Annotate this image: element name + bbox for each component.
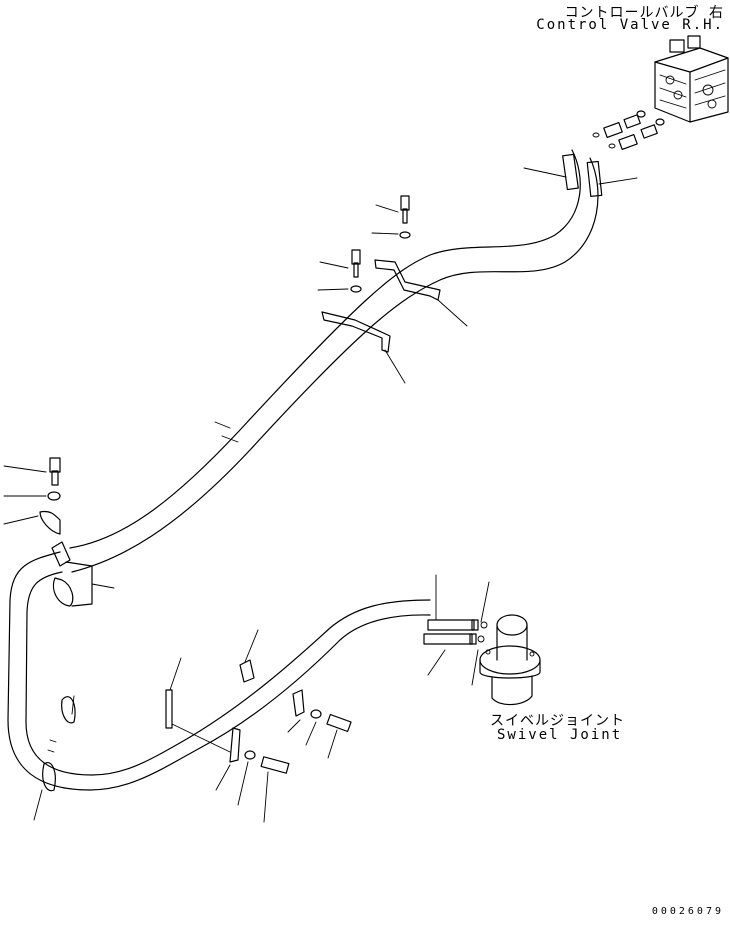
valve-fittings <box>592 110 665 151</box>
drawing-number: 00026079 <box>651 906 724 917</box>
swivel-joint-label-en: Swivel Joint <box>497 727 623 743</box>
control-valve-rh <box>654 35 729 123</box>
swivel-joint <box>479 614 541 706</box>
control-valve-label-jp: コントロールバルブ 右 <box>564 5 724 21</box>
clamp-left <box>39 457 93 607</box>
hose-lower <box>7 551 488 791</box>
clamp-bracket-upper-right <box>374 195 441 301</box>
clamp-bracket-upper-left <box>321 249 391 353</box>
control-valve-label-en: Control Valve R.H. <box>536 17 724 33</box>
clamps-lower <box>42 659 352 792</box>
leader-lines <box>3 167 638 823</box>
swivel-joint-label-jp: スイベルジョイント <box>490 713 625 729</box>
hose-upper <box>69 149 603 573</box>
